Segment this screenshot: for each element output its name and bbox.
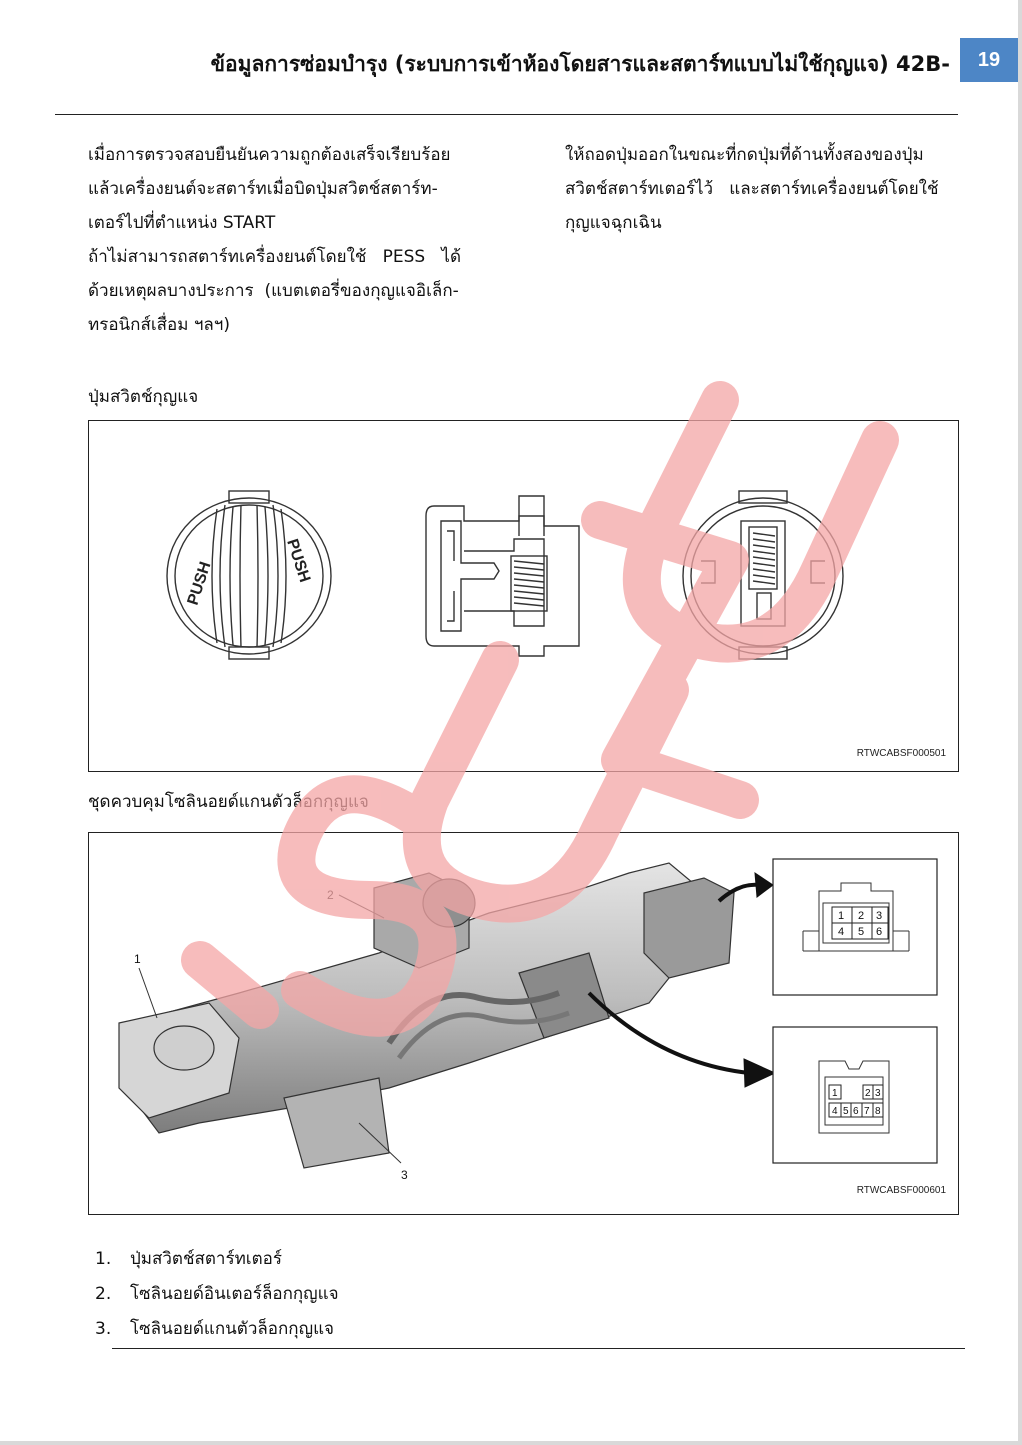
callout-2: 2 (327, 888, 334, 902)
body-right-line: กุญแจฉุกเฉิน (565, 213, 662, 233)
knob-side-view (425, 495, 580, 657)
legend-text: โซลินอยด์อินเตอร์ล็อกกุญแจ (130, 1284, 339, 1304)
body-left-line: แล้วเครื่องยนต์จะสตาร์ทเมื่อบิดปุ่มสวิตช… (88, 179, 438, 199)
page-number: 19 (977, 48, 1001, 71)
knob-front-view (166, 490, 332, 660)
figure1-code: RTWCABSF000501 (856, 748, 946, 759)
legend-text: โซลินอยด์แกนตัวล็อกกุญแจ (130, 1319, 334, 1339)
connector-a-view: 1 2 3 4 5 6 (772, 858, 938, 996)
body-left-line: เมื่อการตรวจสอบยืนยันความถูกต้องเสร็จเรี… (88, 145, 451, 165)
figure1-label: ปุ่มสวิตช์กุญแจ (88, 387, 199, 407)
legend-number: 3. (95, 1319, 112, 1339)
figure2-label: ชุดควบคุมโซลินอยด์แกนตัวล็อกกุญแจ (88, 792, 369, 812)
page-number-badge: 19 (960, 38, 1018, 82)
body-right-line: ให้ถอดปุ่มออกในขณะที่กดปุ่มที่ด้านทั้งสอ… (565, 145, 924, 165)
figure1-drawing: PUSH PUSH (166, 490, 844, 660)
knob-rear-view (682, 490, 844, 660)
callout-1: 1 (134, 952, 141, 966)
figure2-code: RTWCABSF000601 (856, 1185, 946, 1196)
push-label-right: PUSH (283, 537, 313, 585)
pin-a6: 6 (876, 926, 882, 938)
body-right-line: สวิตช์สตาร์ทเตอร์ไว้ และสตาร์ทเครื่องยนต… (565, 179, 939, 199)
legend-item: 2. โซลินอยด์อินเตอร์ล็อกกุญแจ (95, 1277, 339, 1312)
pin-a4: 4 (838, 926, 844, 938)
legend-number: 1. (95, 1249, 112, 1269)
pin-b7: 7 (864, 1106, 870, 1117)
legend-item: 3. โซลินอยด์แกนตัวล็อกกุญแจ (95, 1312, 339, 1347)
figure1-key-knob-drawing: PUSH PUSH RTWCABSF000501 (88, 420, 959, 772)
body-left-column: เมื่อการตรวจสอบยืนยันความถูกต้องเสร็จเรี… (88, 138, 488, 342)
pin-a5: 5 (858, 926, 864, 938)
push-label-left: PUSH (185, 560, 215, 608)
legend-text: ปุ่มสวิตช์สตาร์ทเตอร์ (130, 1249, 282, 1269)
figure2-legend: 1. ปุ่มสวิตช์สตาร์ทเตอร์ 2. โซลินอยด์อิน… (95, 1242, 339, 1347)
page-frame-bottom (0, 1441, 1022, 1445)
pin-a3: 3 (876, 910, 882, 922)
pin-b1: 1 (832, 1088, 838, 1099)
connector-b-view: 1 2 3 4 5 6 7 8 (772, 1026, 938, 1164)
header-divider (55, 114, 958, 115)
body-left-line: ถ้าไม่สามารถสตาร์ทเครื่องยนต์โดยใช้ PESS… (88, 247, 461, 267)
legend-item: 1. ปุ่มสวิตช์สตาร์ทเตอร์ (95, 1242, 339, 1277)
body-left-line: ทรอนิกส์เสื่อม ฯลฯ) (88, 315, 230, 335)
pin-b8: 8 (875, 1106, 881, 1117)
footer-divider (112, 1348, 965, 1349)
pin-a2: 2 (858, 910, 864, 922)
pin-b5: 5 (843, 1106, 849, 1117)
body-left-line: ด้วยเหตุผลบางประการ (แบตเตอรี่ของกุญแจอิ… (88, 281, 459, 301)
pin-a1: 1 (838, 910, 844, 922)
figure2-drawing: 1 2 3 1 2 3 4 5 6 (118, 858, 938, 1182)
pin-b6: 6 (853, 1106, 859, 1117)
body-left-line: เตอร์ไปที่ตำแหน่ง START (88, 213, 276, 233)
body-right-column: ให้ถอดปุ่มออกในขณะที่กดปุ่มที่ด้านทั้งสอ… (565, 138, 960, 240)
legend-number: 2. (95, 1284, 112, 1304)
figure2-solenoid-assembly-drawing: 1 2 3 1 2 3 4 5 6 (88, 832, 959, 1215)
pin-b4: 4 (832, 1106, 838, 1117)
pin-b3: 3 (875, 1088, 881, 1099)
callout-3: 3 (401, 1168, 408, 1182)
page-header-title: ข้อมูลการซ่อมบำรุง (ระบบการเข้าห้องโดยสา… (210, 52, 950, 76)
page-frame-right (1018, 0, 1022, 1445)
pin-b2: 2 (865, 1088, 871, 1099)
